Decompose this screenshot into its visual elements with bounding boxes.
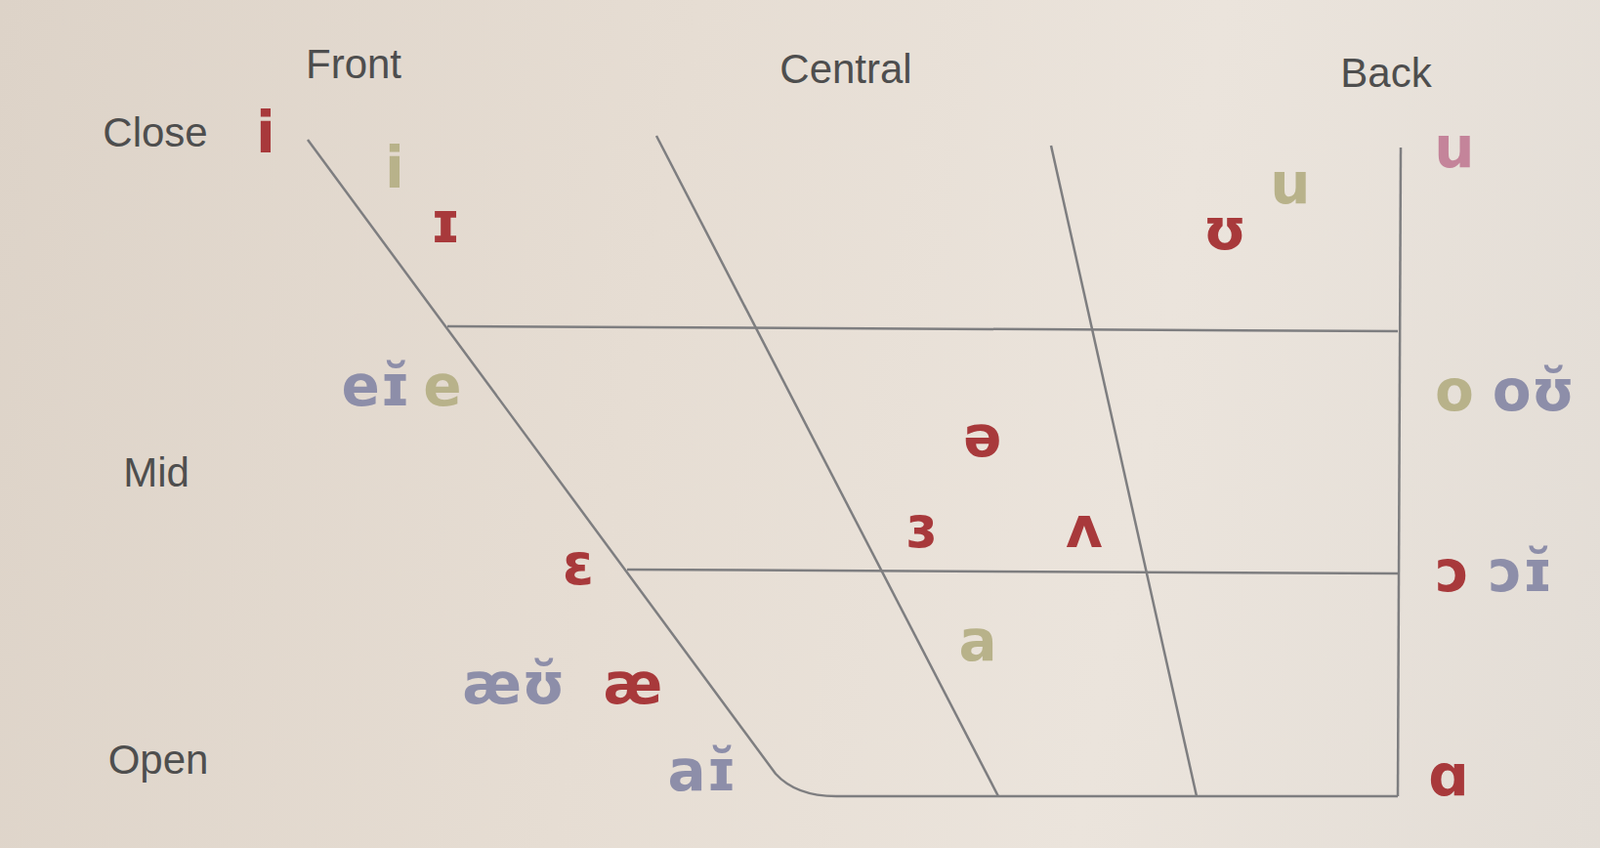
diphthong-symbol: ɔɪ̆ [1488, 543, 1554, 600]
vowel-symbol: ʊ [1203, 201, 1248, 258]
vowel-symbol: e [422, 357, 462, 415]
vowel-symbol: i [255, 104, 276, 162]
open-mid-line [627, 569, 1398, 574]
front-edge [307, 139, 1398, 797]
axis-label: Central [779, 48, 912, 90]
axis-label: Close [102, 112, 208, 154]
axis-label: Mid [123, 452, 190, 494]
back-edge [1397, 147, 1401, 797]
vowel-symbol: ɔ [1435, 543, 1470, 600]
diphthong-symbol: eɪ̆ [341, 357, 412, 415]
vowel-symbol: ə [963, 408, 1002, 465]
vowel-symbol: u [1269, 155, 1310, 212]
vowel-symbol: æ [603, 655, 664, 713]
axis-label: Back [1340, 52, 1432, 94]
diphthong-symbol: æʊ̆ [462, 655, 566, 713]
diphthong-symbol: oʊ̆ [1492, 362, 1576, 420]
central-back-line [1051, 145, 1197, 797]
vowel-symbol: i [384, 139, 405, 197]
vowel-symbol: ɑ [1428, 747, 1470, 804]
central-line [656, 135, 999, 797]
axis-label: Open [108, 739, 210, 781]
vowel-symbol: a [958, 612, 997, 670]
close-mid-line [447, 326, 1398, 332]
axis-label: Front [305, 43, 402, 85]
vowel-symbol: o [1434, 362, 1474, 420]
vowel-symbol: u [1433, 119, 1474, 176]
vowel-symbol: ɛ [562, 536, 594, 593]
vowel-symbol: ɪ [429, 194, 462, 252]
vowel-symbol: ʌ [1065, 499, 1103, 556]
diphthong-symbol: aɪ̆ [668, 742, 738, 800]
vowel-symbol: ɜ [905, 499, 937, 556]
